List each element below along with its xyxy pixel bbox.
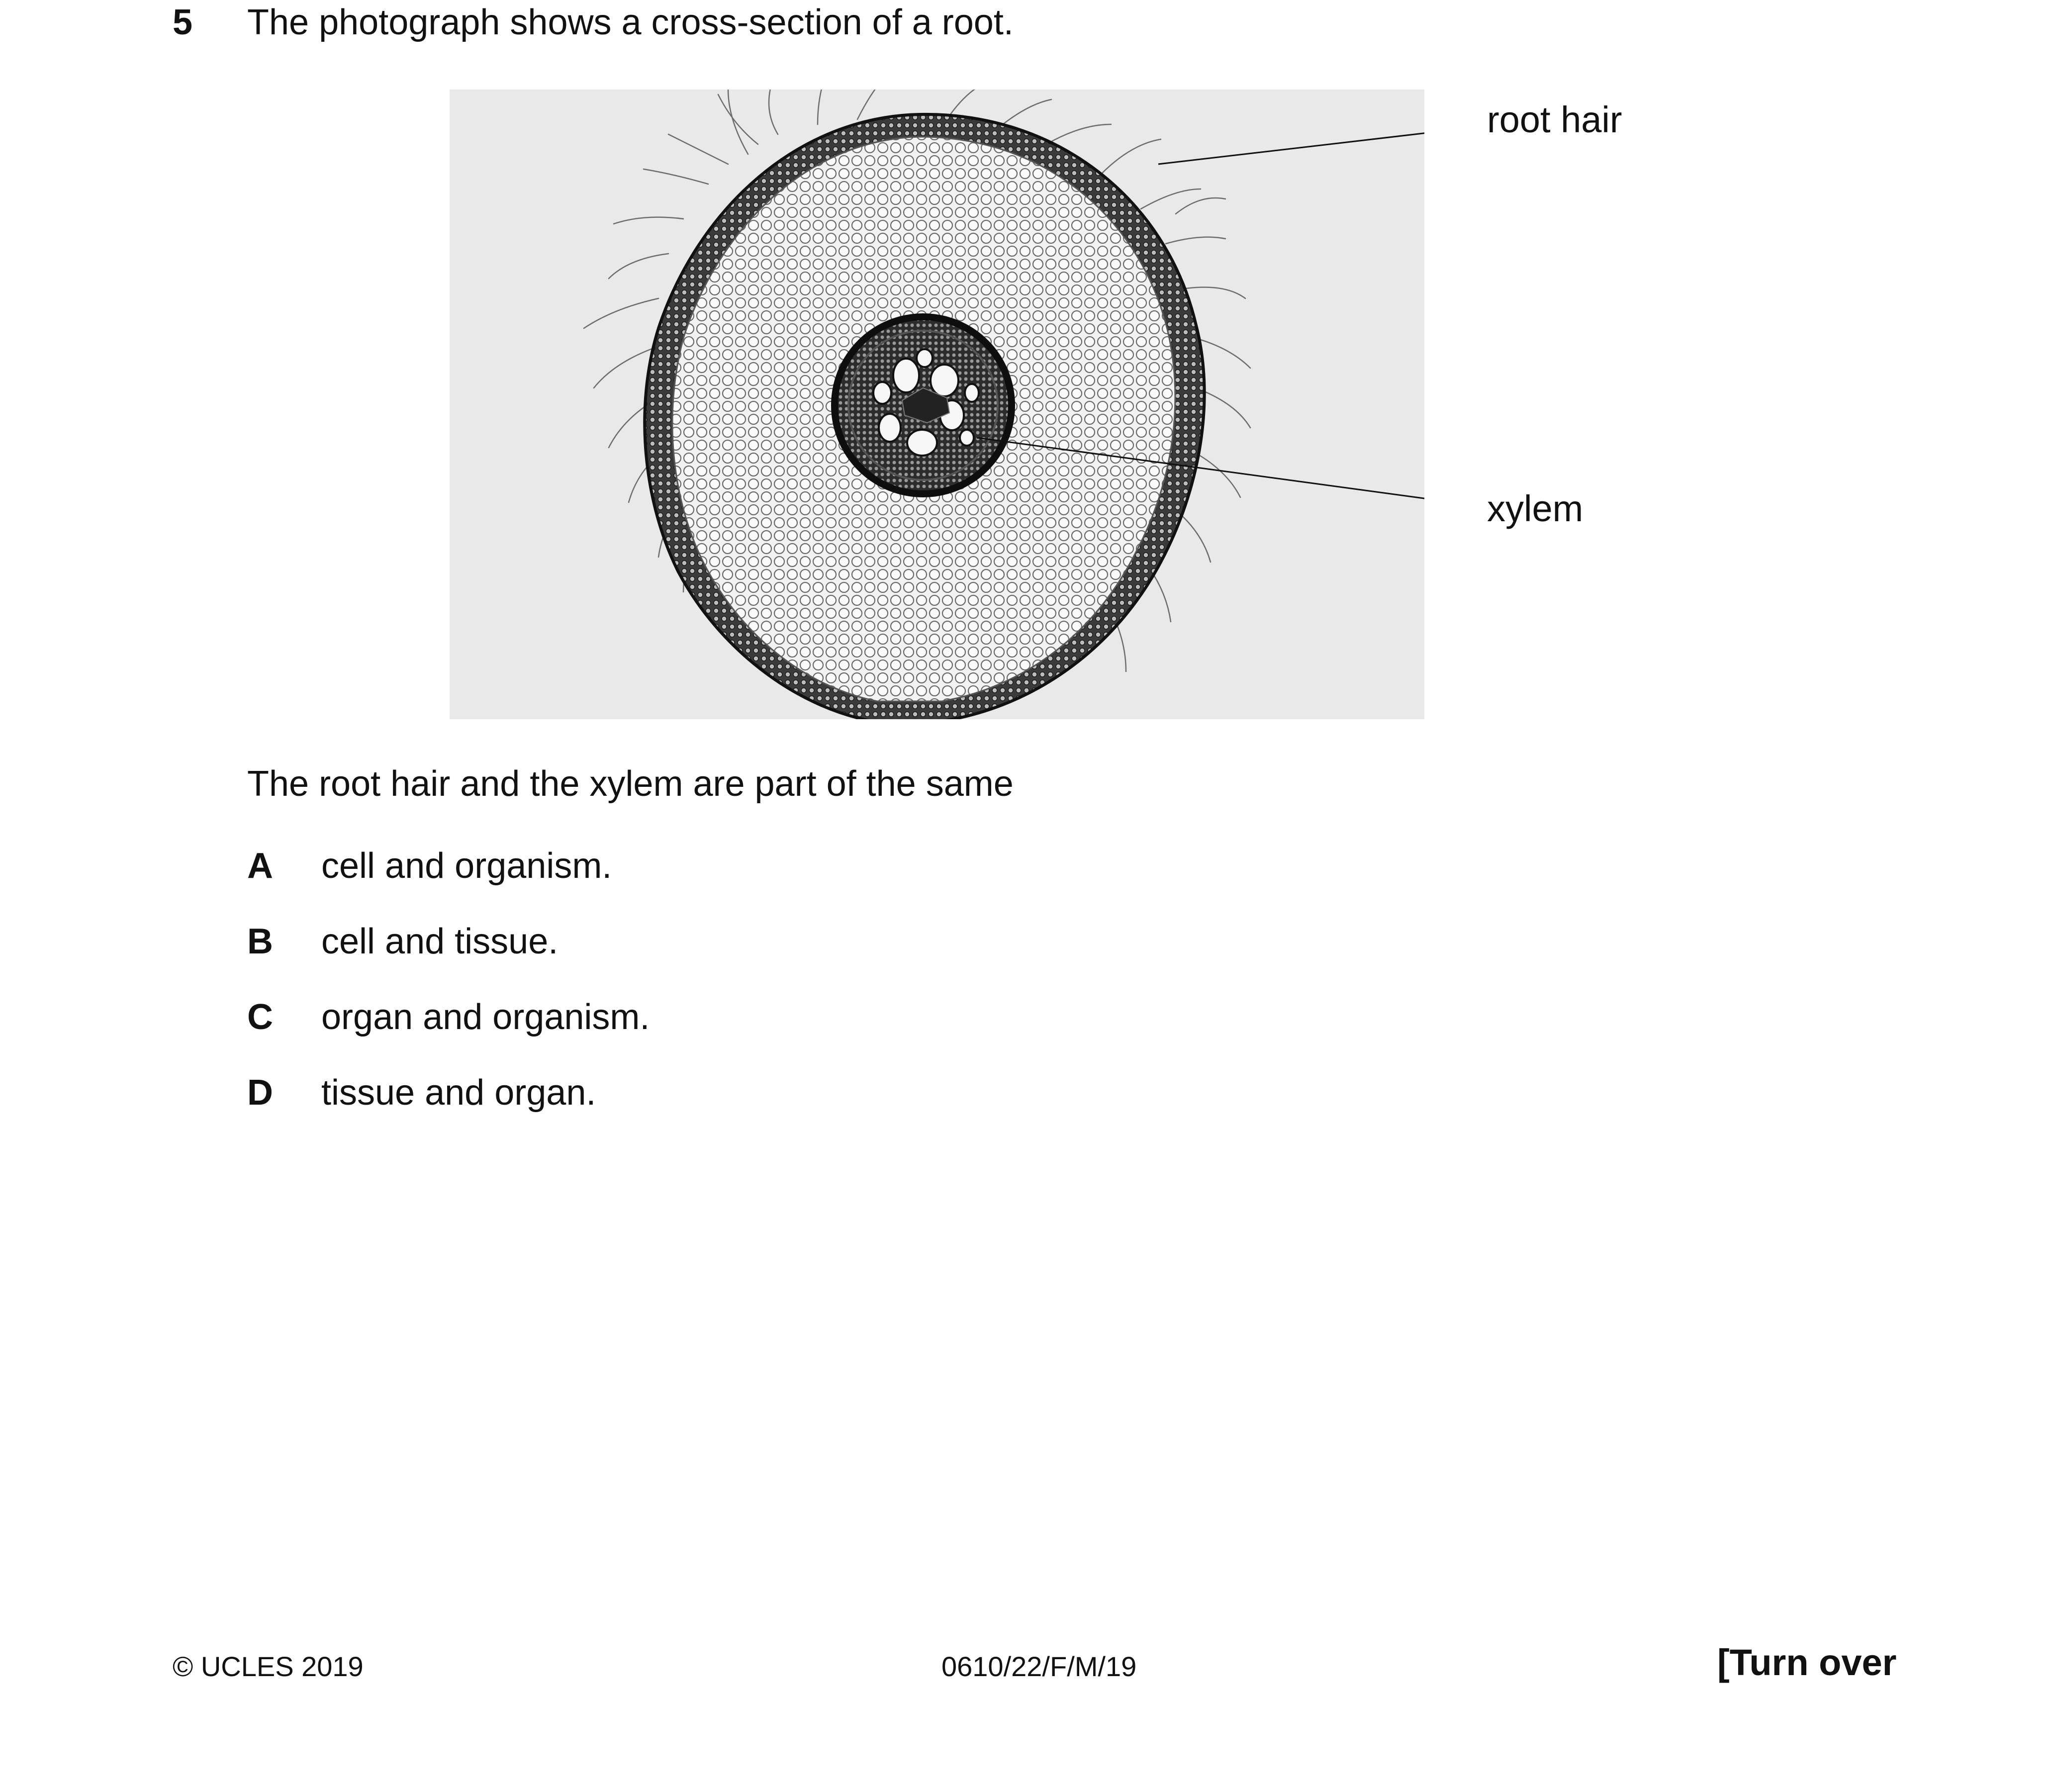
question-stem: The photograph shows a cross-section of … — [247, 2, 1014, 42]
option-a-letter: A — [247, 846, 273, 886]
option-d-text: tissue and organ. — [321, 1073, 596, 1113]
xylem-label: xylem — [1487, 488, 1584, 529]
question-number: 5 — [173, 2, 193, 42]
option-a-text: cell and organism. — [321, 846, 612, 886]
root-cross-section-photo — [450, 90, 1424, 719]
option-c-letter: C — [247, 997, 273, 1037]
option-b-letter: B — [247, 922, 273, 961]
option-b-text: cell and tissue. — [321, 922, 559, 961]
option-d-letter: D — [247, 1073, 273, 1113]
root-hair-leader-line — [1158, 132, 1424, 165]
option-c-text: organ and organism. — [321, 997, 650, 1037]
xylem-vessels — [872, 348, 980, 457]
question-prompt: The root hair and the xylem are part of … — [247, 764, 1014, 804]
root-hair-label: root hair — [1487, 99, 1622, 140]
footer-turn-over: [Turn over — [1717, 1642, 1897, 1683]
xylem-leader-line — [976, 437, 1424, 499]
footer-paper-code: 0610/22/F/M/19 — [941, 1651, 1137, 1682]
footer-copyright: © UCLES 2019 — [173, 1651, 364, 1682]
